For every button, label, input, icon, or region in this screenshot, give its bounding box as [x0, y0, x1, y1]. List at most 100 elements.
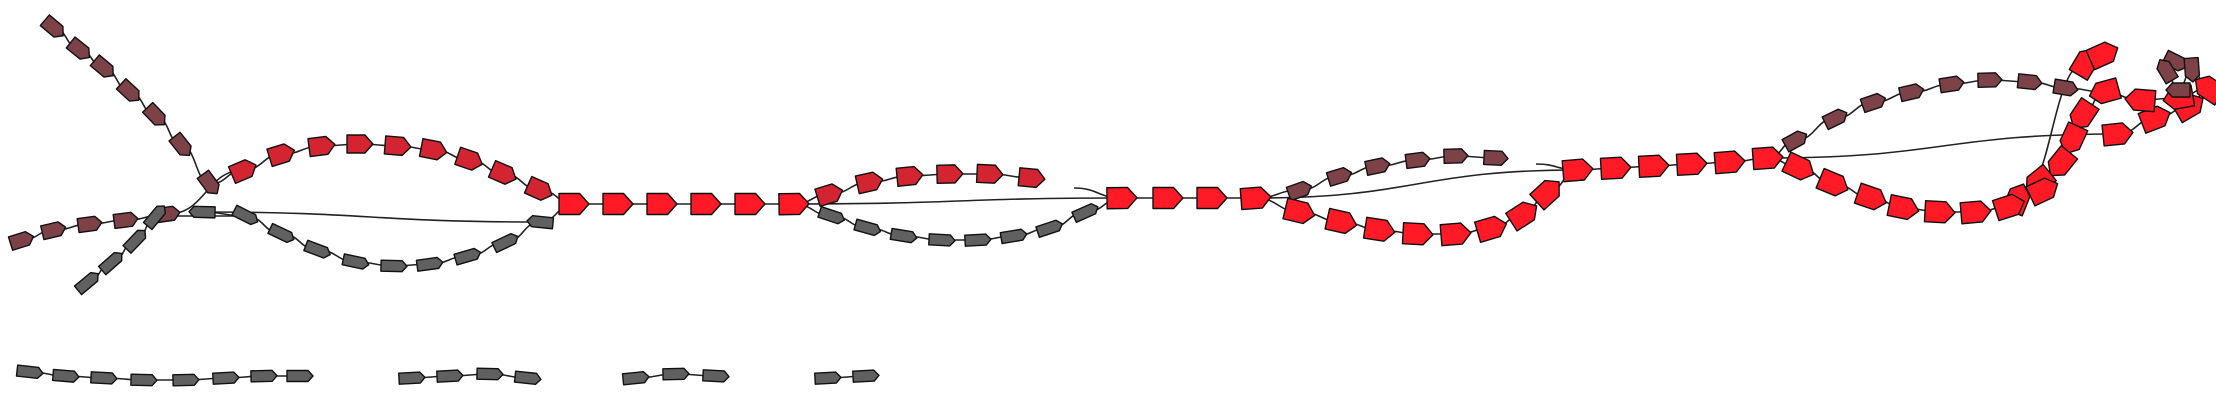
core-backbone-gene-node	[2101, 122, 2134, 147]
left-branch-1-gene-node	[168, 131, 192, 157]
contig-1-gene-node	[90, 371, 118, 385]
alt-lower-loop-3-gene-node	[1282, 197, 1316, 225]
core-backbone-gene-node	[646, 192, 678, 216]
terminal-knot-gene-node	[2156, 59, 2179, 85]
contig-1-gene-node	[286, 369, 314, 383]
core-backbone-gene-node	[1637, 154, 1670, 178]
alt-upper-loop-2-gene-node	[936, 164, 964, 185]
contig-1-gene-node	[172, 373, 200, 387]
alt-lower-loop-1-gene-node	[491, 232, 519, 254]
alt-upper-loop-4-gene-node	[1859, 92, 1887, 114]
core-backbone-gene-node	[1106, 186, 1138, 210]
left-branch-3-gene-node	[142, 205, 167, 231]
contig-4-gene-node	[852, 369, 880, 383]
alt-lower-loop-1-gene-node	[267, 222, 295, 244]
contig-1-gene-node	[212, 371, 240, 385]
alt-upper-loop-1-gene-node	[383, 135, 412, 157]
alt-lower-loop-2-gene-node	[853, 218, 882, 237]
contig-2-gene-node	[436, 369, 464, 383]
left-branch-2-gene-node	[7, 230, 35, 251]
alt-upper-loop-4-gene-node	[2052, 78, 2079, 97]
contig-3-gene-node	[702, 369, 730, 383]
contig-1-gene-node	[15, 364, 44, 380]
core-backbone-gene-node	[602, 192, 634, 216]
alt-upper-loop-4-gene-node	[1821, 108, 1848, 131]
alt-upper-loop-1-gene-node	[487, 159, 517, 185]
alt-upper-loop-4-gene-node	[1781, 130, 1808, 153]
alt-lower-loop-1-gene-node	[453, 247, 482, 266]
alt-upper-loop-3-gene-node	[1404, 151, 1431, 170]
left-branch-1-gene-node	[141, 101, 166, 126]
alt-upper-loop-3-gene-node	[1443, 148, 1469, 165]
alt-lower-loop-2-gene-node	[889, 227, 918, 244]
alt-lower-loop-4-gene-node	[1886, 193, 1920, 221]
left-branch-2-gene-node	[76, 215, 103, 234]
core-backbone-gene-node	[734, 192, 766, 216]
alt-lower-loop-3-gene-node	[1529, 179, 1560, 211]
alt-upper-loop-2-gene-node	[895, 165, 924, 187]
alt-upper-loop-1-gene-node	[418, 137, 448, 161]
left-branch-1-gene-node	[39, 14, 64, 38]
core-backbone-gene-node	[1751, 146, 1784, 171]
core-backbone-gene-node	[2088, 77, 2122, 105]
core-backbone-gene-node	[1599, 156, 1632, 180]
alt-upper-loop-1-gene-node	[523, 175, 553, 201]
core-backbone-gene-node	[2047, 145, 2079, 177]
contig-2-gene-node	[476, 367, 504, 381]
alt-upper-loop-1-gene-node	[266, 143, 296, 168]
alt-lower-loop-1-gene-node	[303, 239, 331, 259]
left-branch-3-gene-node	[122, 229, 147, 254]
alt-lower-loop-3-gene-node	[1362, 216, 1396, 242]
terminal-knot-gene-node	[2183, 56, 2201, 83]
core-backbone-gene-node	[1239, 186, 1272, 211]
core-backbone-gene-node	[2194, 75, 2216, 106]
alt-lower-loop-2-gene-node	[964, 233, 992, 247]
core-backbone-gene-node	[690, 192, 722, 216]
alt-upper-loop-1-gene-node	[346, 134, 374, 154]
left-branch-3-edge	[87, 215, 157, 283]
left-branch-2-gene-node	[112, 211, 139, 230]
contig-2-edge	[411, 373, 529, 379]
alt-lower-loop-1-gene-node	[231, 204, 259, 226]
contig-3-gene-node	[621, 371, 650, 386]
alt-lower-loop-4-gene-node	[1959, 200, 1992, 225]
alt-lower-loop-1-gene-node	[341, 253, 370, 270]
alt-lower-loop-2-gene-node	[928, 233, 956, 247]
left-branch-1-gene-node	[196, 169, 220, 195]
alt-lower-loop-1-gene-node	[415, 256, 444, 272]
core-backbone-gene-node	[2069, 96, 2100, 130]
alt-lower-loop-3-gene-node	[1505, 201, 1538, 232]
alt-lower-loop-3-gene-node	[1401, 222, 1434, 246]
contig-1-gene-node	[51, 368, 80, 383]
alt-lower-loop-3-gene-node	[1439, 222, 1472, 247]
core-backbone-gene-node	[558, 192, 590, 216]
core-backbone-gene-node	[1152, 186, 1184, 210]
core-backbone-edge	[574, 53, 2209, 205]
alt-lower-loop-2-gene-node	[817, 205, 846, 225]
alt-lower-loop-1-gene-node	[380, 259, 408, 273]
alt-lower-loop-4-gene-node	[1923, 199, 1956, 224]
alt-lower-loop-4-gene-node	[1853, 182, 1887, 211]
core-backbone-gene-node	[2124, 88, 2157, 113]
alt-upper-loop-1-gene-node	[454, 146, 483, 171]
alt-lower-loop-4-gene-node	[1991, 193, 2025, 222]
core-backbone-gene-node	[1675, 152, 1708, 176]
left-branch-1-gene-node	[89, 54, 114, 78]
core-backbone-gene-node	[1713, 150, 1746, 175]
alt-upper-loop-3-gene-node	[1482, 149, 1509, 166]
contig-4-gene-node	[814, 371, 842, 385]
contig-1-gene-node	[130, 373, 158, 387]
alt-lower-loop-4-gene-node	[1815, 167, 1849, 197]
contig-2-gene-node	[398, 371, 426, 385]
left-branch-2-gene-node	[40, 221, 67, 241]
terminal-knot-gene-node	[2165, 82, 2191, 98]
alt-upper-loop-1-gene-node	[227, 159, 257, 185]
alt-lower-loop-1-gene-node	[188, 205, 216, 219]
left-branch-1-gene-node	[65, 36, 91, 60]
core-backbone-gene-node	[1196, 186, 1228, 210]
alt-upper-loop-2-gene-node	[854, 171, 884, 195]
alt-upper-loop-4-gene-node	[1898, 83, 1925, 103]
alt-upper-loop-2-gene-node	[1017, 167, 1046, 189]
core-backbone-gene-node	[778, 192, 810, 216]
alt-lower-loop-2-gene-node	[1071, 203, 1099, 224]
